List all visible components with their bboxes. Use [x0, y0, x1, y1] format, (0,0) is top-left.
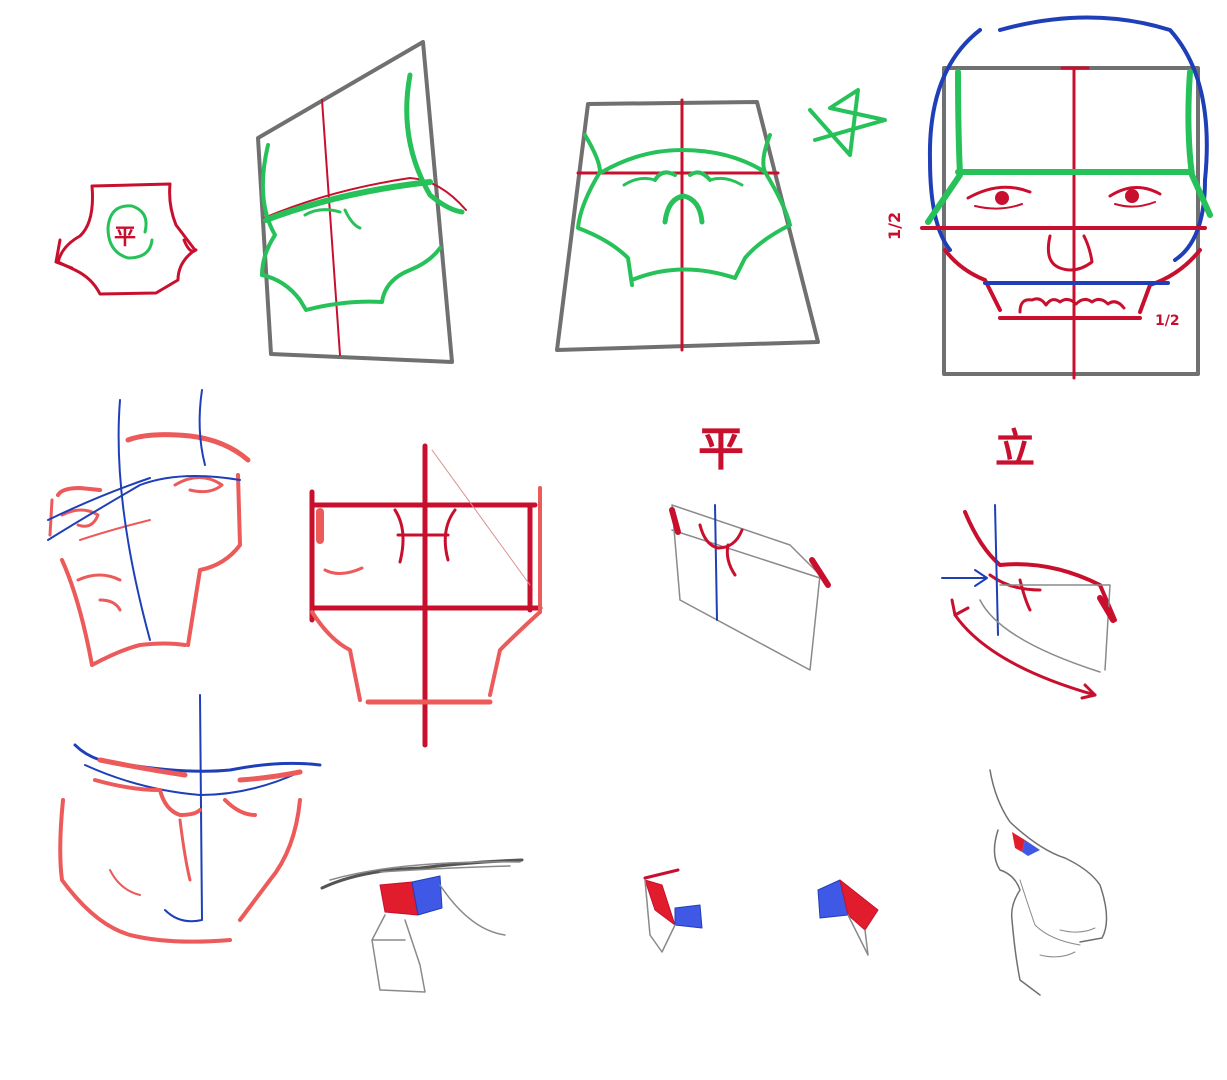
panel-skull-proportions: 1/2 1/2: [885, 15, 1213, 380]
panel-ping-plane: 平: [669, 422, 831, 671]
label-half-top: 1/2: [885, 212, 904, 240]
panel-brow-block-color: [320, 858, 524, 993]
label-ping-large: 平: [698, 422, 744, 476]
label-half-bottom: 1/2: [1155, 313, 1180, 329]
label-ping-small: 平: [114, 225, 136, 250]
panel-profile-pencil: [989, 769, 1108, 996]
panel-head-three-quarter: [47, 389, 251, 667]
label-li-large: 立: [995, 426, 1035, 472]
panel-li-plane: 立: [941, 426, 1117, 700]
panel-brow-box: [309, 443, 543, 748]
panel-tilted-block: [256, 40, 467, 364]
panel-cube-right: [817, 879, 879, 956]
panel-small-face-block: 平: [54, 182, 198, 296]
panel-head-front-pink: [58, 694, 322, 944]
panel-front-trapezoid: [555, 98, 820, 352]
star-mark: [808, 88, 887, 157]
panel-cube-left: [643, 868, 703, 953]
